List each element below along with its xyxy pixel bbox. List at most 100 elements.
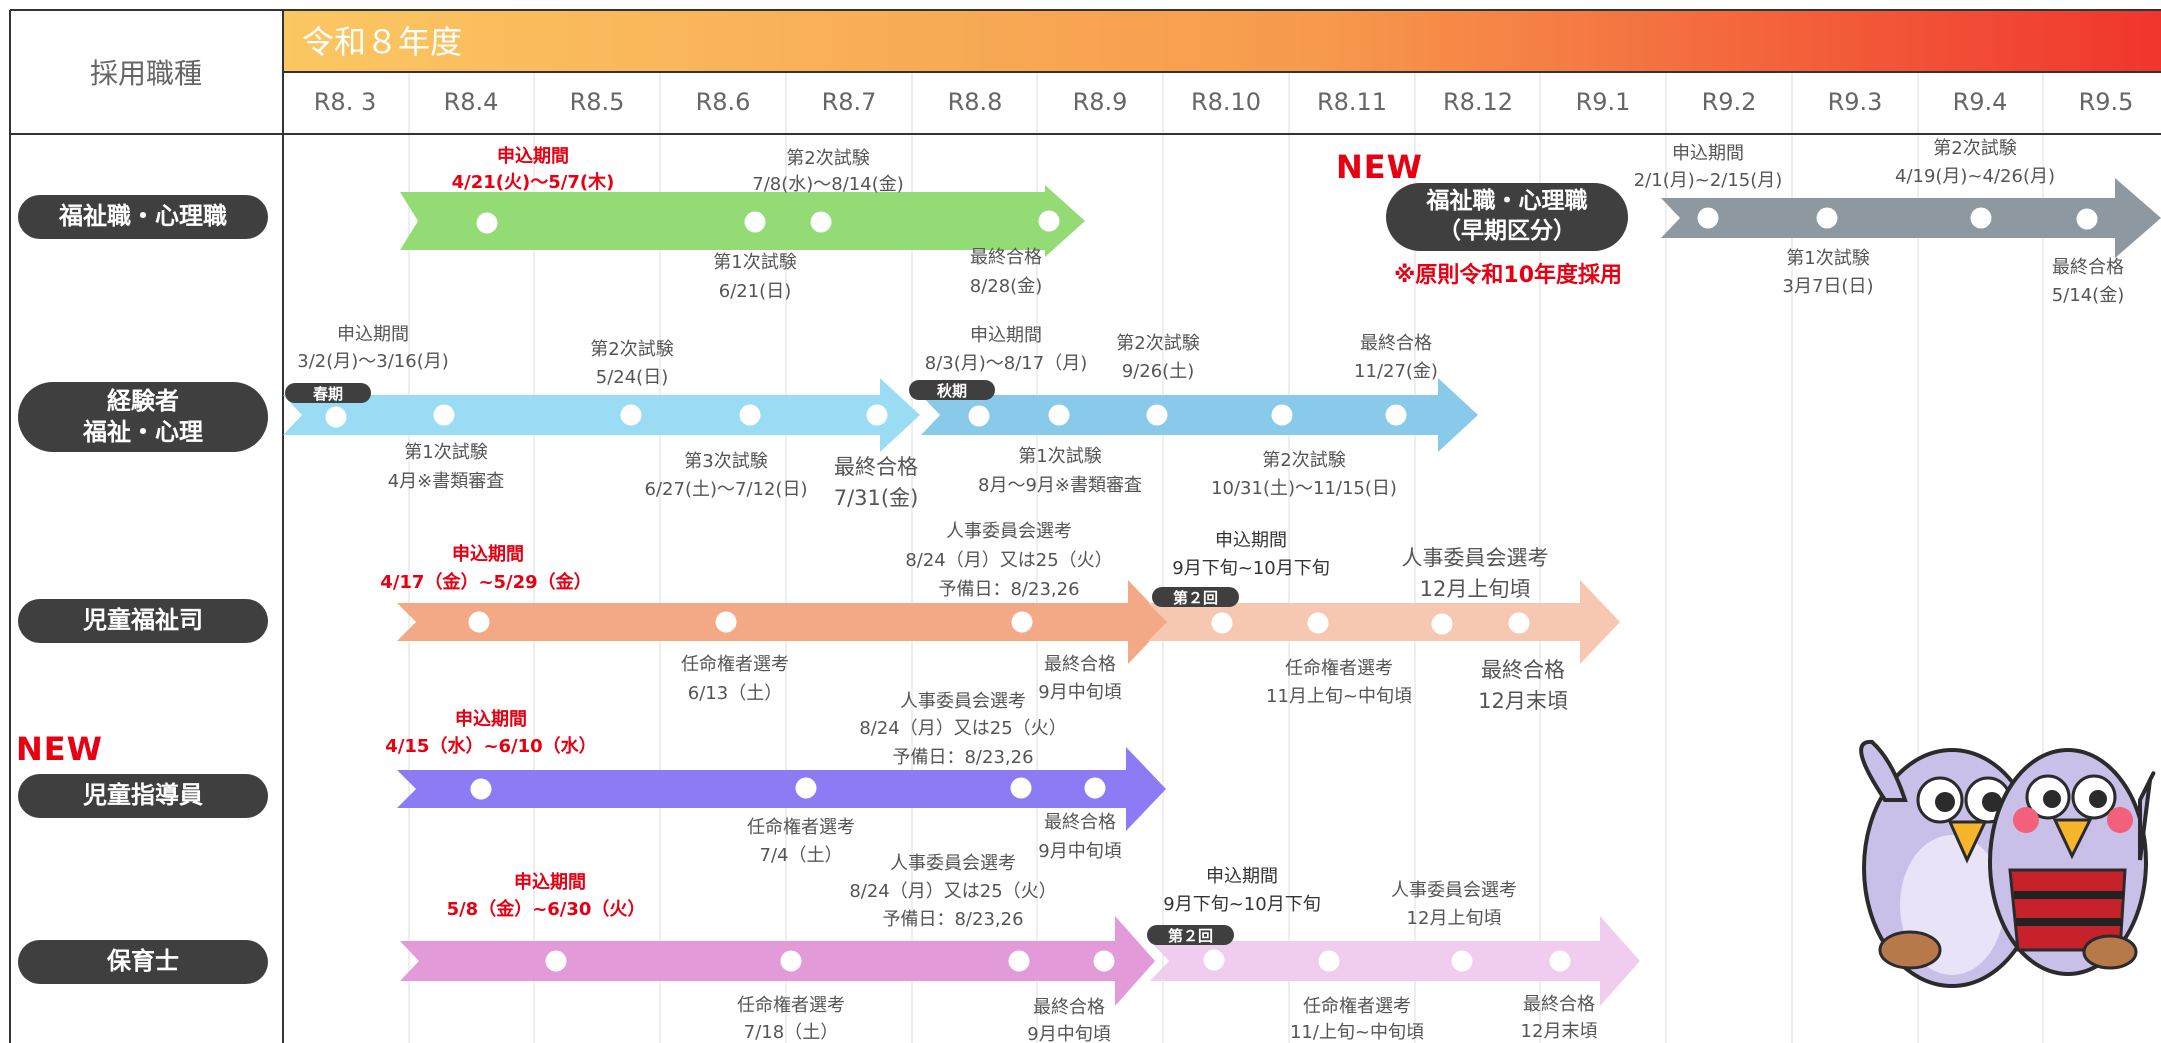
early-first-date: 3月7日(日)	[1782, 276, 1874, 297]
shidou-jinji-date: 8/24（月）又は25（火）	[859, 718, 1067, 739]
month-label: R8.7	[821, 88, 877, 116]
hoiku-final-date: 9月中旬頃	[1027, 1024, 1111, 1043]
keiken-autumn-first-date: 8月～9月※書類審査	[978, 475, 1142, 496]
early-first-label: 第1次試験	[1786, 248, 1870, 269]
hoiku-final-label: 最終合格	[1033, 997, 1105, 1018]
hoiku-ninmei-label: 任命権者選考	[737, 995, 845, 1016]
autumn-tag: 秋期	[909, 380, 995, 400]
mascot-birds	[1859, 739, 2156, 988]
arrow-keiken-spring	[283, 378, 920, 452]
keiken-autumn-apply-period: 8/3(月)～8/17（月)	[924, 353, 1088, 374]
month-label: R8.10	[1190, 88, 1262, 116]
arrow-keiken-autumn	[921, 378, 1478, 452]
keiken-spring-third-label: 第3次試験	[684, 451, 768, 472]
month-label: R8.8	[947, 88, 1003, 116]
keiken-spring-first-label: 第1次試験	[404, 442, 488, 463]
keiken-autumn-second2-label: 第2次試験	[1262, 450, 1346, 471]
jidou-final-date: 9月中旬頃	[1038, 682, 1122, 703]
jidou-ninmei-label: 任命権者選考	[681, 654, 789, 675]
hoiku-r2-apply-period: 9月下旬~10月下旬	[1163, 894, 1321, 915]
month-label: R9.2	[1701, 88, 1757, 116]
jidou-jinji-spare: 予備日：8/23,26	[938, 579, 1080, 600]
shidou-jinji-label: 人事委員会選考	[900, 691, 1026, 712]
early-note: ※原則令和10年度採用	[1393, 263, 1623, 288]
month-label: R8.12	[1442, 88, 1514, 116]
month-label: R9.3	[1827, 88, 1883, 116]
keiken-autumn-second-label: 第2次試験	[1116, 333, 1200, 354]
arrow-jidou-r1	[397, 580, 1168, 664]
month-label: R8. 3	[313, 88, 377, 116]
month-label: R9.5	[2078, 88, 2134, 116]
jidou-r2-apply-period: 9月下旬~10月下旬	[1172, 558, 1330, 579]
keiken-autumn-final-label: 最終合格	[1360, 333, 1432, 354]
category-keiken: 経験者 福祉・心理	[18, 382, 268, 452]
mascot-bird-left	[1859, 739, 2042, 988]
shidou-apply-label: 申込期間	[455, 709, 527, 730]
keiken-spring-second-label: 第2次試験	[590, 339, 674, 360]
spring-tag: 春期	[285, 383, 371, 403]
hoiku-jinji-date: 8/24（月）又は25（火）	[849, 881, 1057, 902]
category-keiken-line1: 経験者	[107, 386, 179, 415]
arrow-shidou	[397, 747, 1166, 831]
arrow-jidou-r2	[1148, 580, 1620, 664]
early-apply-period: 2/1(月)~2/15(月)	[1633, 170, 1783, 191]
shidou-new-badge: NEW	[16, 730, 103, 768]
early-apply-label: 申込期間	[1672, 143, 1744, 164]
mascot-bird-right	[1988, 748, 2156, 976]
early-subtitle: （早期区分）	[1438, 218, 1576, 244]
fukushi-apply-label: 申込期間	[497, 146, 569, 167]
arrow-early	[1661, 178, 2161, 258]
arrow-hoiku-r1	[400, 916, 1155, 1006]
jidou-round2-tag: 第２回	[1152, 587, 1239, 607]
keiken-autumn-second2-date: 10/31(土)～11/15(日)	[1211, 478, 1397, 499]
jidou-jinji-label: 人事委員会選考	[946, 521, 1072, 542]
arrow-fukushi	[400, 185, 1085, 257]
category-hoiku: 保育士	[18, 940, 268, 984]
shidou-apply-period: 4/15（水）~6/10（水）	[385, 736, 597, 757]
category-keiken-line2: 福祉・心理	[83, 418, 203, 446]
keiken-spring-third-date: 6/27(土)～7/12(日)	[644, 479, 808, 500]
category-shidou: 児童指導員	[18, 774, 268, 818]
jidou-apply-period: 4/17（金）~5/29（金）	[380, 572, 592, 593]
keiken-spring-second-date: 5/24(日)	[595, 367, 669, 388]
fukushi-second-label: 第2次試験	[786, 148, 870, 169]
hoiku-r2-ninmei-label: 任命権者選考	[1303, 996, 1411, 1017]
arrow-hoiku-r2	[1150, 916, 1640, 1006]
month-label: R9.1	[1575, 88, 1631, 116]
jidou-final-label: 最終合格	[1044, 654, 1116, 675]
fukushi-first-label: 第1次試験	[713, 252, 797, 273]
keiken-autumn-apply-label: 申込期間	[970, 325, 1042, 346]
month-label: R8.11	[1316, 88, 1388, 116]
category-fukushi: 福祉職・心理職	[18, 195, 268, 239]
early-category-pill: 福祉職・心理職 （早期区分）	[1386, 183, 1628, 251]
early-second-date: 4/19(月)~4/26(月)	[1894, 166, 2056, 187]
jidou-r2-jinji-label: 人事委員会選考	[1401, 546, 1549, 570]
hoiku-r2-jinji-label: 人事委員会選考	[1391, 880, 1517, 901]
hoiku-apply-label: 申込期間	[514, 872, 586, 893]
category-header: 採用職種	[89, 57, 203, 90]
hoiku-r2-final-date: 12月末頃	[1520, 1021, 1598, 1042]
hoiku-r2-jinji-date: 12月上旬頃	[1406, 908, 1502, 929]
shidou-final-date: 9月中旬頃	[1038, 841, 1122, 862]
hoiku-ninmei-date: 7/18（土）	[743, 1022, 839, 1043]
early-final-date: 5/14(金)	[2051, 285, 2125, 306]
fukushi-second-date: 7/8(水)～8/14(金)	[752, 174, 904, 195]
jidou-r2-jinji-date: 12月上旬頃	[1419, 577, 1531, 601]
keiken-spring-apply-period: 3/2(月)～3/16(月)	[297, 351, 449, 372]
jidou-ninmei-date: 6/13（土）	[687, 683, 783, 704]
hoiku-round2-tag: 第２回	[1147, 925, 1234, 945]
jidou-r2-apply-label: 申込期間	[1215, 530, 1287, 551]
month-label: R9.4	[1952, 88, 2008, 116]
keiken-autumn-final-date: 11/27(金)	[1354, 361, 1438, 382]
keiken-spring-first-date: 4月※書類審査	[387, 471, 505, 492]
hoiku-r2-final-label: 最終合格	[1523, 994, 1595, 1015]
keiken-spring-final-label: 最終合格	[834, 455, 918, 479]
fukushi-first-date: 6/21(日)	[718, 281, 792, 302]
hoiku-jinji-label: 人事委員会選考	[890, 853, 1016, 874]
fiscal-year-band	[283, 10, 2161, 72]
keiken-autumn-second-date: 9/26(土)	[1121, 361, 1195, 382]
keiken-spring-apply-label: 申込期間	[337, 324, 409, 345]
jidou-r2-ninmei-date: 11月上旬~中旬頃	[1266, 686, 1412, 707]
